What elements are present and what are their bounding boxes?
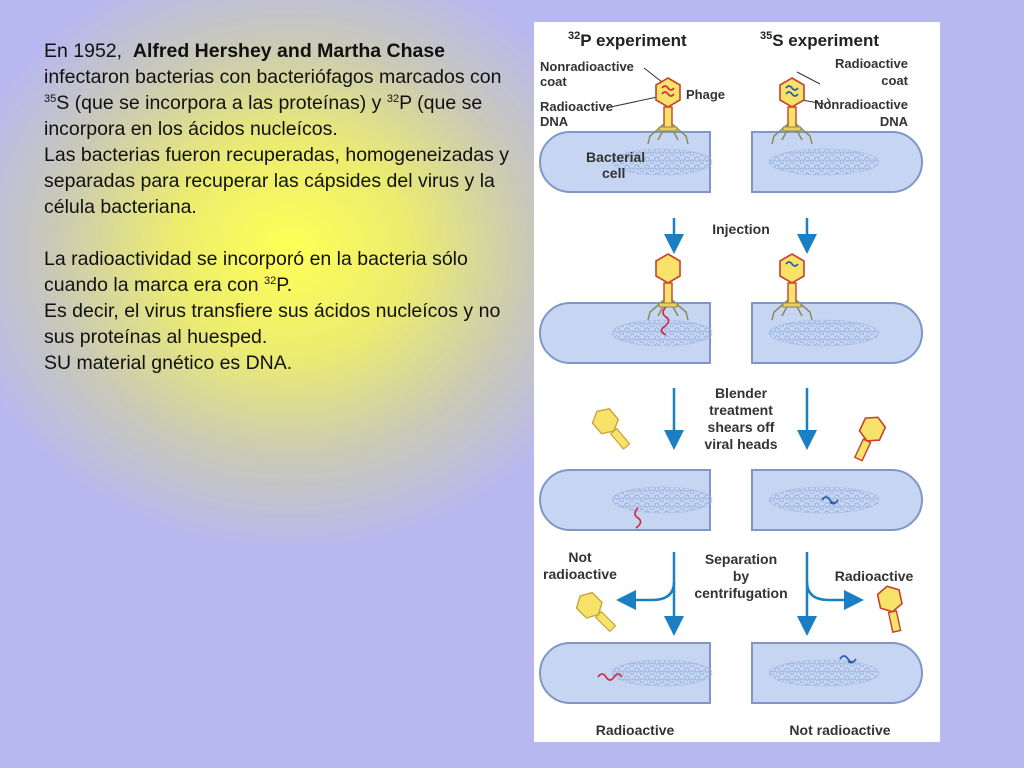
superscript-32: 32 (264, 275, 277, 287)
label-phage: Phage (686, 87, 725, 102)
left-header-sup: 32 (568, 30, 580, 42)
label-bacterial-cell: Bacterial (586, 149, 645, 165)
label-not-radioactive-2: radioactive (543, 566, 617, 582)
text-span: La radioactividad se incorporó en la bac… (44, 248, 468, 296)
label-radioactive: Radioactive (835, 568, 914, 584)
label-bottom-not-radioactive: Not radioactive (789, 722, 890, 738)
stage-initial: Bacterial cell (539, 131, 923, 193)
label-radioactive-coat: Radioactive (835, 56, 908, 71)
text-span: SU material gnético es DNA. (44, 352, 293, 374)
text-span: P. (276, 274, 293, 296)
text-span: Las bacterias fueron recuperadas, homoge… (44, 144, 510, 218)
hershey-chase-diagram: 32P experiment 35S experiment Nonradioac… (534, 22, 940, 742)
sheared-head-left (587, 403, 636, 455)
label-bacterial-cell-2: cell (602, 165, 625, 181)
label-separation-3: centrifugation (694, 585, 787, 601)
text-span: P (que se incorpora en los ácidos nucleí… (44, 92, 483, 140)
left-header: 32P experiment (568, 30, 687, 50)
paragraph-conclusion: La radioactividad se incorporó en la bac… (44, 246, 514, 376)
phage-left-initial (647, 77, 689, 145)
authors-text: Alfred Hershey and Martha Chase (132, 40, 446, 62)
text-span: infectaron bacterias con bacteriófagos m… (44, 66, 502, 88)
pellet-head-left (571, 587, 622, 638)
label-separation: Separation (705, 551, 777, 567)
text-span: S (que se incorpora a las proteínas) y (56, 92, 382, 114)
phage-right-initial (771, 77, 813, 145)
text-span: Es decir, el virus transfiere sus ácidos… (44, 300, 501, 348)
label-not-radioactive: Not (568, 549, 592, 565)
phage-right-injecting (771, 253, 813, 321)
left-header-text: P experiment (580, 31, 687, 50)
stage-blended (539, 469, 923, 531)
arrow-separation-left-side (616, 552, 676, 610)
label-blender-3: shears off (708, 419, 775, 435)
superscript-35: 35 (44, 93, 57, 105)
label-nonradioactive-coat: Nonradioactive (540, 59, 634, 74)
right-header-sup: 35 (760, 30, 772, 42)
label-blender-4: viral heads (704, 436, 777, 452)
label-nonradioactive-dna: Nonradioactive (814, 97, 908, 112)
intro-text: En 1952, (44, 40, 123, 62)
label-blender-2: treatment (709, 402, 773, 418)
right-header: 35S experiment (760, 30, 879, 50)
right-header-text: S experiment (772, 31, 879, 50)
label-bottom-radioactive: Radioactive (596, 722, 675, 738)
label-radioactive-dna: Radioactive (540, 99, 613, 114)
stage-injection (539, 302, 923, 364)
sheared-head-right (853, 416, 887, 462)
label-separation-2: by (733, 568, 750, 584)
label-radioactive-coat-2: coat (881, 73, 908, 88)
pellet-head-right (876, 585, 903, 633)
description-text: En 1952, Alfred Hershey and Martha Chase… (44, 38, 514, 402)
label-injection: Injection (712, 221, 770, 237)
paragraph-experiment: En 1952, Alfred Hershey and Martha Chase… (44, 38, 514, 220)
label-blender: Blender (715, 385, 768, 401)
superscript-32: 32 (386, 93, 400, 105)
label-radioactive-dna-2: DNA (540, 114, 569, 129)
label-nonradioactive-coat-2: coat (540, 74, 567, 89)
label-nonradioactive-dna-2: DNA (880, 114, 909, 129)
stage-final (539, 642, 923, 704)
